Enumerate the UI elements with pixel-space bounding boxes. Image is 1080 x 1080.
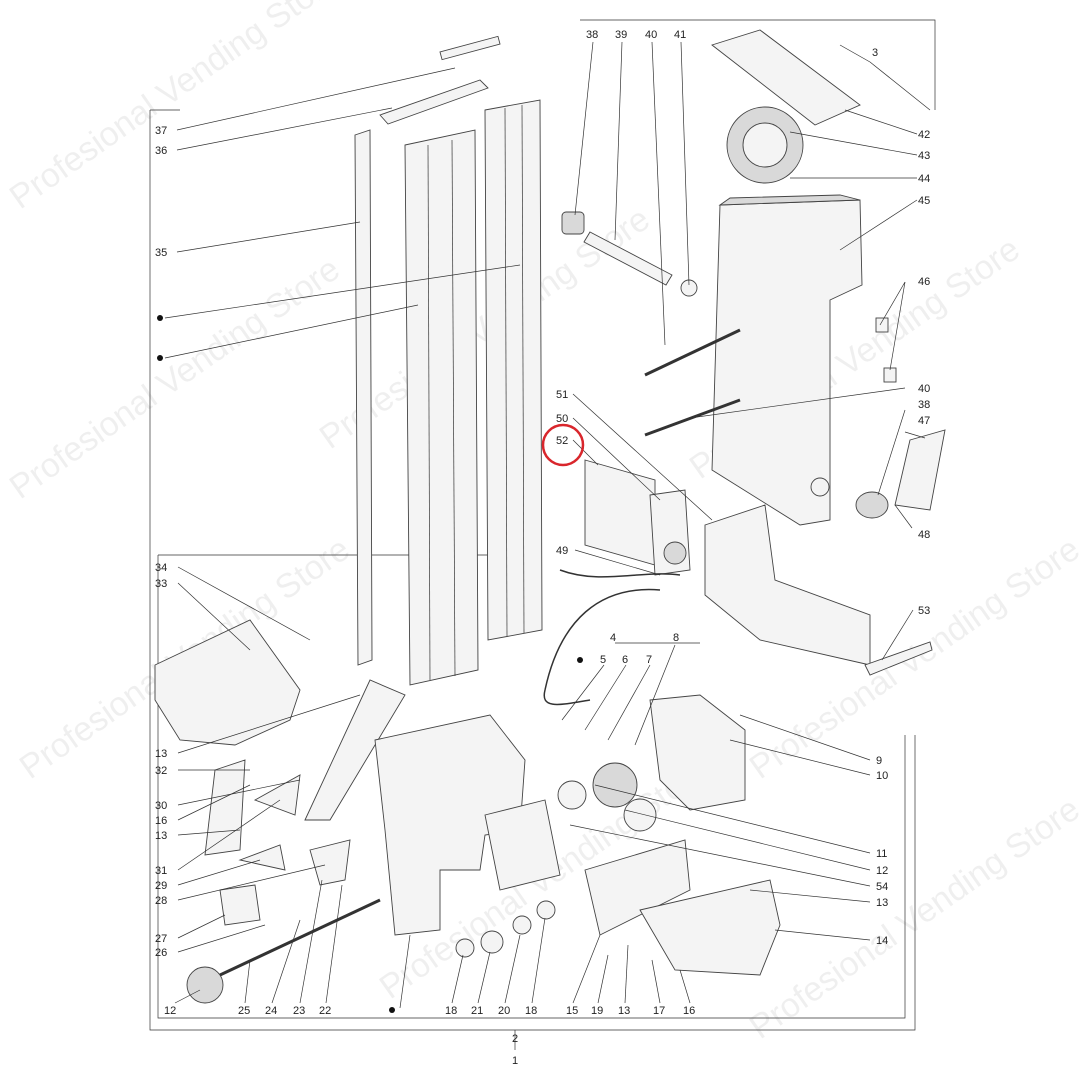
label-52: 52 bbox=[556, 435, 568, 447]
label-30: 30 bbox=[155, 800, 167, 812]
label-25: 25 bbox=[238, 1005, 250, 1017]
label-18b: 18 bbox=[525, 1005, 537, 1017]
part-11-motor bbox=[557, 762, 657, 832]
label-39: 39 bbox=[615, 29, 627, 41]
label-9: 9 bbox=[876, 755, 882, 767]
label-41: 41 bbox=[674, 29, 686, 41]
label-36: 36 bbox=[155, 145, 167, 157]
part-14-tray bbox=[639, 879, 781, 976]
part-39-spring bbox=[583, 231, 673, 286]
label-7: 7 bbox=[646, 654, 652, 666]
label-49: 49 bbox=[556, 545, 568, 557]
label-13d: 13 bbox=[876, 897, 888, 909]
part-15-plate bbox=[584, 839, 691, 936]
label-33: 33 bbox=[155, 578, 167, 590]
part-45-canister bbox=[711, 194, 863, 526]
label-47: 47 bbox=[918, 415, 930, 427]
label-43: 43 bbox=[918, 150, 930, 162]
label-18a: 18 bbox=[445, 1005, 457, 1017]
part-54-side-plate bbox=[484, 799, 561, 891]
label-23: 23 bbox=[293, 1005, 305, 1017]
label-12b: 12 bbox=[876, 865, 888, 877]
label-27: 27 bbox=[155, 933, 167, 945]
reference-dots bbox=[157, 315, 583, 1013]
label-5: 5 bbox=[600, 654, 606, 666]
watermark: Profesional Vending Store bbox=[3, 250, 347, 507]
label-54: 54 bbox=[876, 881, 888, 893]
part-18-21-rings bbox=[455, 900, 556, 958]
label-20: 20 bbox=[498, 1005, 510, 1017]
label-1: 1 bbox=[512, 1055, 518, 1067]
label-3: 3 bbox=[872, 47, 878, 59]
part-48-nozzle bbox=[855, 491, 889, 519]
label-31: 31 bbox=[155, 865, 167, 877]
label-40: 40 bbox=[645, 29, 657, 41]
watermark: Profesional Vending Store bbox=[743, 790, 1080, 1047]
part-50-motor bbox=[649, 489, 691, 576]
label-8: 8 bbox=[673, 632, 679, 644]
label-38: 38 bbox=[586, 29, 598, 41]
label-13a: 13 bbox=[155, 748, 167, 760]
leader-lines bbox=[164, 41, 931, 1009]
watermark: Profesional Vending Store bbox=[3, 0, 347, 217]
label-34: 34 bbox=[155, 562, 167, 574]
label-51: 51 bbox=[556, 389, 568, 401]
label-29: 29 bbox=[155, 880, 167, 892]
label-10: 10 bbox=[876, 770, 888, 782]
part-36-bracket bbox=[379, 79, 489, 125]
part-8-gear-housing bbox=[649, 694, 746, 811]
label-32: 32 bbox=[155, 765, 167, 777]
label-11: 11 bbox=[876, 848, 887, 860]
label-13b: 13 bbox=[155, 830, 167, 842]
part-38-nut bbox=[561, 211, 585, 235]
label-16a: 16 bbox=[155, 815, 167, 827]
label-13c: 13 bbox=[618, 1005, 630, 1017]
column-profile-right bbox=[484, 99, 543, 641]
label-19: 19 bbox=[591, 1005, 603, 1017]
label-37: 37 bbox=[155, 125, 167, 137]
part-35-profile bbox=[354, 129, 373, 666]
label-50: 50 bbox=[556, 413, 568, 425]
label-24: 24 bbox=[265, 1005, 277, 1017]
part-43-gear bbox=[726, 106, 804, 184]
highlight-circle bbox=[541, 423, 585, 467]
label-22: 22 bbox=[319, 1005, 331, 1017]
part-47-spout bbox=[894, 429, 946, 511]
label-38b: 38 bbox=[918, 399, 930, 411]
label-2: 2 bbox=[512, 1033, 518, 1045]
part-33-housing bbox=[154, 619, 301, 746]
label-28: 28 bbox=[155, 895, 167, 907]
part-51-mixer-body bbox=[704, 504, 871, 666]
assembly-frames bbox=[149, 19, 936, 1050]
label-48: 48 bbox=[918, 529, 930, 541]
part-49-cable bbox=[543, 569, 681, 706]
part-34-chute bbox=[304, 679, 406, 821]
part-37-pin bbox=[439, 35, 501, 61]
part-number-labels: 37 36 35 38 39 40 41 3 42 43 44 45 46 40… bbox=[155, 29, 930, 1067]
label-17: 17 bbox=[653, 1005, 665, 1017]
part-brewer-frame bbox=[374, 714, 526, 936]
part-40-rod-top bbox=[644, 328, 741, 377]
label-53: 53 bbox=[918, 605, 930, 617]
label-15: 15 bbox=[566, 1005, 578, 1017]
part-52-plate bbox=[584, 459, 656, 566]
label-6: 6 bbox=[622, 654, 628, 666]
label-44: 44 bbox=[918, 173, 930, 185]
label-26: 26 bbox=[155, 947, 167, 959]
label-16b: 16 bbox=[683, 1005, 695, 1017]
label-42: 42 bbox=[918, 129, 930, 141]
label-12a: 12 bbox=[164, 1005, 176, 1017]
part-42-lid bbox=[711, 29, 861, 126]
label-46: 46 bbox=[918, 276, 930, 288]
part-12-knob bbox=[186, 898, 381, 1004]
column-profile-left bbox=[404, 129, 479, 686]
label-45: 45 bbox=[918, 195, 930, 207]
label-40b: 40 bbox=[918, 383, 930, 395]
label-35: 35 bbox=[155, 247, 167, 259]
label-21: 21 bbox=[471, 1005, 483, 1017]
label-14: 14 bbox=[876, 935, 888, 947]
label-4: 4 bbox=[610, 632, 616, 644]
part-53-slider bbox=[864, 641, 933, 676]
